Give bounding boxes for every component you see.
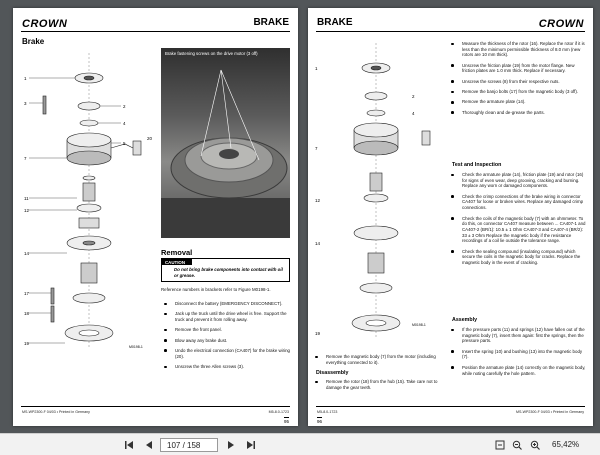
zoom-in-icon (530, 440, 540, 450)
removal-steps-continued: Remove the magnetic body (7) from the mo… (312, 354, 452, 370)
figure-id: M0198-1 (412, 323, 426, 327)
header-divider (21, 31, 290, 32)
previous-page-button[interactable] (142, 438, 156, 452)
list-item: Unscrew the friction plate (19) from the… (448, 63, 588, 74)
caution-box: CAUTION Do not bring brake components in… (161, 258, 290, 282)
brand-logo: CROWN (538, 18, 584, 30)
first-page-button[interactable] (122, 438, 136, 452)
photo-caption: Brake fastening screws on the drive moto… (165, 51, 258, 56)
fit-page-icon (495, 440, 505, 450)
footer-left: MS-WP2300-F 04/03 • Printed in Germany (516, 410, 584, 414)
fit-page-button[interactable] (493, 438, 507, 452)
page-header-title: BRAKE (253, 17, 289, 28)
page-number-input[interactable]: 107 / 158 (160, 438, 218, 452)
diagram-label: 14 (315, 241, 321, 246)
list-item: Undo the electrical connection (CA407) f… (161, 348, 291, 359)
footer-right: M5-8.0-1723 (268, 410, 289, 414)
list-item: Check the crimp connections of the brake… (448, 194, 588, 211)
brake-photo (161, 48, 290, 238)
removal-steps: Disconnect the battery (EMERGENCY DISCON… (161, 301, 291, 374)
list-item: Measure the thickness of the rotor (16).… (448, 41, 588, 58)
diagram-label: 20 (147, 136, 153, 141)
diagram-label: 4 (123, 121, 126, 126)
diagram-label: 18 (24, 311, 30, 316)
zoom-out-button[interactable] (510, 438, 524, 452)
list-item: Insert the spring (10) and bushing (13) … (448, 349, 588, 360)
page-number: 95 (283, 417, 289, 424)
left-page: CROWN BRAKE Brake (13, 8, 298, 426)
skip-back-icon (125, 441, 133, 449)
section-title: Brake (22, 37, 45, 46)
list-item: Remove the armature plate (14). (448, 99, 588, 105)
list-item: Remove the banjo bolts (17) from the mag… (448, 89, 588, 95)
diagram-label: 7 (315, 146, 318, 151)
list-item: Remove the magnetic body (7) from the mo… (312, 354, 452, 365)
diagram-label: 12 (24, 208, 30, 213)
caution-text: Do not bring brake components into conta… (174, 267, 283, 278)
triangle-left-icon (146, 441, 152, 449)
list-item: Blow away any brake dust. (161, 338, 291, 344)
list-item: Thoroughly clean and de-grease the parts… (448, 110, 588, 116)
diagram-label: 1 (315, 66, 318, 71)
list-item: Unscrew the three Allen screws (3). (161, 364, 291, 370)
assembly-heading: Assembly (452, 317, 478, 323)
skip-forward-icon (247, 441, 255, 449)
diagram-label: 5 (123, 141, 126, 146)
triangle-right-icon (228, 441, 234, 449)
list-item: Position the armature plate (14) correct… (448, 365, 588, 376)
removal-heading: Removal (161, 248, 193, 257)
list-item: Check the sealing compound (insulating c… (448, 249, 588, 266)
header-divider (316, 31, 585, 32)
test-inspection-heading: Test and Inspection (452, 162, 502, 168)
diagram-label: 11 (24, 196, 29, 201)
brake-exploded-diagram: 3 1 2 4 5 7 20 11 12 14 17 18 19 M0198-1 (24, 53, 153, 349)
footer-divider (316, 406, 585, 407)
viewer-toolbar: 107 / 158 65,42% (0, 433, 600, 455)
diagram-label: 7 (24, 156, 27, 161)
brand-logo: CROWN (22, 18, 68, 30)
footer-right: M5-8.0-1723 (317, 410, 338, 414)
dismantle-steps: Measure the thickness of the rotor (16).… (448, 41, 588, 120)
diagram-label: 17 (24, 291, 30, 296)
zoom-out-icon (512, 440, 522, 450)
list-item: Remove the rotor (18) from the hub (15).… (312, 379, 452, 390)
list-item: Unscrew the screws (8) from their respec… (448, 79, 588, 85)
test-steps: Check the armature plate (14), friction … (448, 172, 588, 270)
caution-label: CAUTION (162, 259, 192, 265)
diagram-label: 2 (412, 94, 415, 99)
reference-note: Reference numbers in brackets refer to F… (161, 287, 271, 292)
list-item: Remove the front panel. (161, 327, 291, 333)
list-item: Disconnect the battery (EMERGENCY DISCON… (161, 301, 291, 307)
page-number: 96 (317, 417, 323, 424)
diagram-label: 19 (24, 341, 30, 346)
list-item: Jack up the truck until the drive wheel … (161, 311, 291, 322)
zoom-level[interactable]: 65,42% (552, 440, 580, 449)
disassembly-steps: Remove the rotor (18) from the hub (15).… (312, 379, 452, 395)
diagram-label: 19 (315, 331, 321, 336)
last-page-button[interactable] (244, 438, 258, 452)
disassembly-heading: Disassembly (316, 370, 349, 376)
diagram-label: 14 (24, 251, 30, 256)
list-item: If the pressure parts (11) and springs (… (448, 327, 588, 344)
footer-left: MS-WP2300-F 04/03 • Printed in Germany (22, 410, 90, 414)
diagram-label: 4 (412, 111, 415, 116)
page-header-title: BRAKE (317, 17, 353, 28)
assembly-steps: If the pressure parts (11) and springs (… (448, 327, 588, 381)
footer-divider (21, 406, 290, 407)
brake-exploded-diagram: 1 2 4 7 12 14 19 M0198-1 (315, 43, 431, 338)
list-item: Check the coils of the magnetic body (7)… (448, 216, 588, 245)
right-page: BRAKE CROWN 1 2 4 7 12 14 (308, 8, 593, 426)
zoom-in-button[interactable] (528, 438, 542, 452)
next-page-button[interactable] (224, 438, 238, 452)
figure-id: M0198-1 (129, 345, 143, 349)
list-item: Check the armature plate (14), friction … (448, 172, 588, 189)
diagram-label: 2 (123, 104, 126, 109)
diagram-label: 3 (24, 101, 27, 106)
diagram-label: 12 (315, 198, 321, 203)
diagram-label: 1 (24, 76, 27, 81)
